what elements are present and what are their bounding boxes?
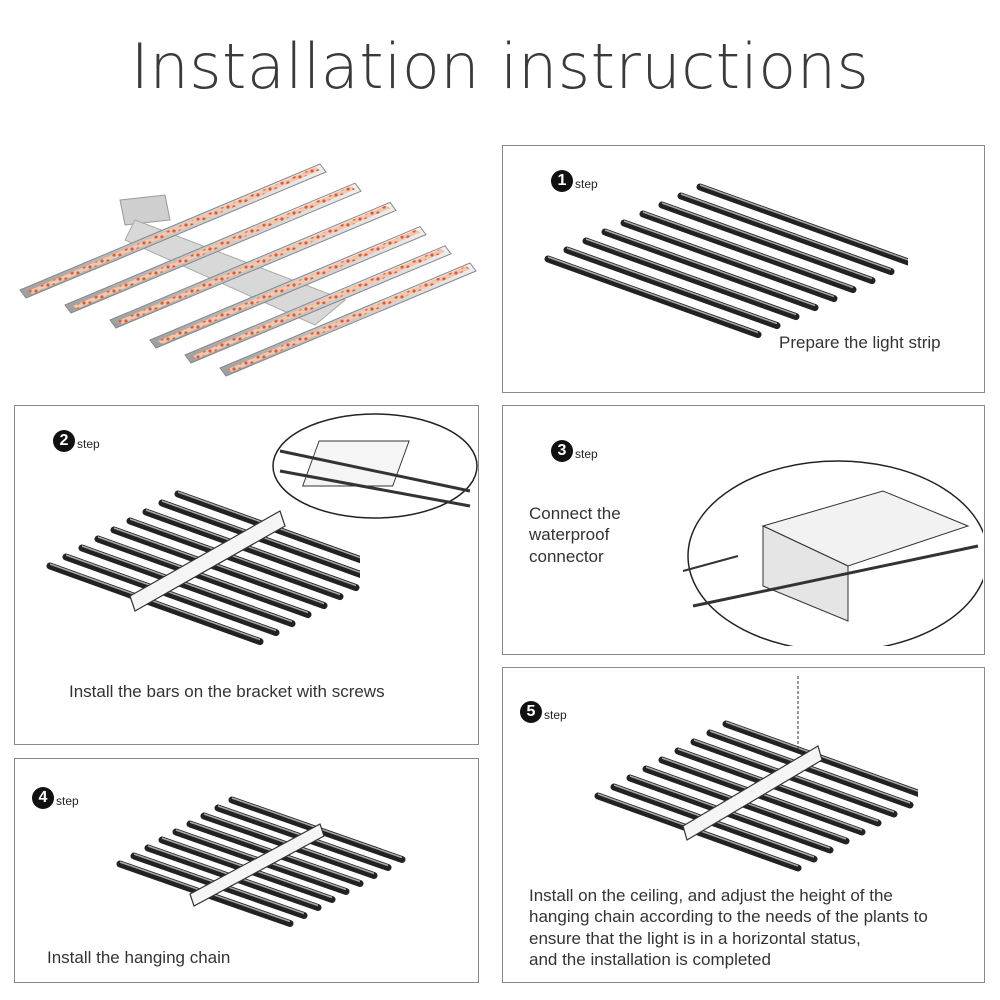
step-4-badge: 4 step	[32, 787, 79, 809]
step-4-caption: Install the hanging chain	[47, 948, 231, 967]
bracket-zoom-illustration	[272, 413, 478, 519]
step-2-badge: 2 step	[53, 430, 100, 452]
light-bar	[563, 246, 781, 330]
light-bar	[62, 553, 280, 637]
step-1-badge: 1 step	[551, 170, 598, 192]
grow-light-bar	[109, 201, 397, 329]
step-number: 5	[520, 701, 542, 723]
step-1-panel: 1 step Prepare the light strip	[502, 145, 985, 393]
step-label: step	[575, 447, 598, 461]
step-3-badge: 3 step	[551, 440, 598, 462]
step-5-panel: 5 step Install on the ceiling, and adjus…	[502, 667, 985, 983]
light-bar	[46, 562, 264, 646]
bracket-assembly-illustration	[46, 490, 360, 646]
step-label: step	[544, 708, 567, 722]
light-bar	[639, 210, 857, 294]
product-photo	[19, 163, 477, 377]
light-bar	[677, 192, 895, 276]
grow-light-bar	[149, 225, 427, 349]
light-bar	[174, 490, 360, 564]
light-bar	[94, 535, 312, 619]
step-number: 4	[32, 787, 54, 809]
connector-zoom-illustration	[682, 460, 983, 646]
light-bar	[78, 544, 296, 628]
light-bar	[110, 526, 328, 610]
hanging-chain-illustration	[116, 796, 406, 927]
step-4-panel: 4 step Install the hanging chain	[14, 758, 479, 983]
light-bar	[601, 228, 819, 312]
grow-light-bar	[219, 262, 477, 377]
step-label: step	[575, 177, 598, 191]
step-number: 1	[551, 170, 573, 192]
page-title: Installation instructions	[130, 30, 870, 103]
light-bar	[544, 255, 762, 339]
grow-light-bar	[19, 163, 327, 299]
step-3-caption: Connect the waterproof connector	[529, 504, 621, 566]
step-1-caption: Prepare the light strip	[779, 333, 941, 352]
light-bar	[658, 201, 876, 285]
light-bar	[158, 499, 360, 578]
light-bar	[722, 720, 918, 797]
step-2-panel: 2 step Install the bars on the bracket w…	[14, 405, 479, 745]
step-number: 2	[53, 430, 75, 452]
step-2-caption: Install the bars on the bracket with scr…	[69, 682, 385, 701]
step-5-badge: 5 step	[520, 701, 567, 723]
light-strips-illustration	[544, 183, 908, 339]
light-bar	[582, 237, 800, 321]
light-bar	[696, 183, 908, 266]
light-bar	[126, 517, 344, 601]
step-label: step	[77, 437, 100, 451]
step-number: 3	[551, 440, 573, 462]
grow-light-bar	[64, 182, 362, 314]
step-5-caption: Install on the ceiling, and adjust the h…	[529, 886, 928, 969]
light-bar	[142, 508, 360, 592]
ceiling-install-illustration	[594, 676, 918, 872]
light-bar	[620, 219, 838, 303]
step-3-panel: 3 step Connect the waterproof connector	[502, 405, 985, 655]
grow-light-bar	[184, 245, 452, 364]
step-label: step	[56, 794, 79, 808]
